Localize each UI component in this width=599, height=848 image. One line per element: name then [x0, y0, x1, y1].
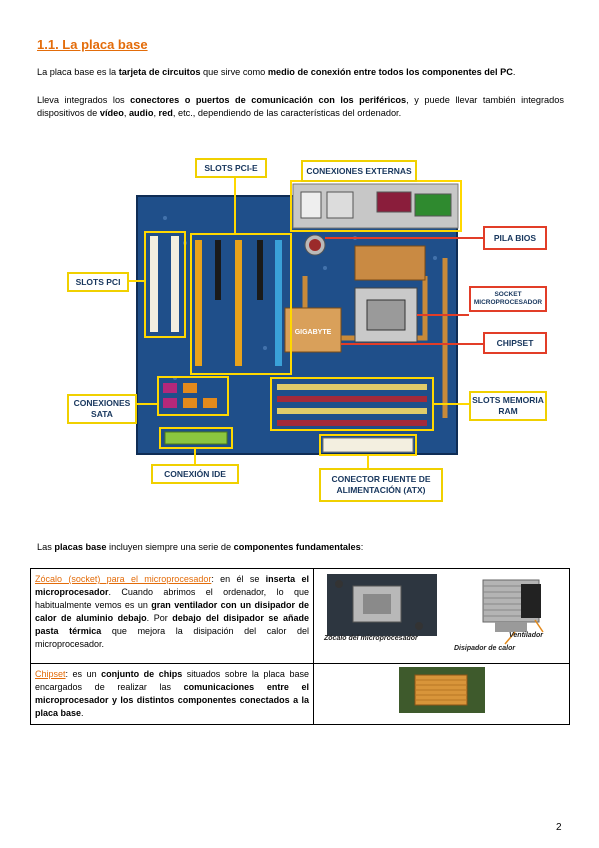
caption-zocalo: Zócalo del microprocesador — [324, 635, 418, 642]
socket-cooler-illustration — [327, 574, 544, 645]
chipset-illustration — [399, 667, 485, 713]
label-conector-fuente: CONECTOR FUENTE DE ALIMENTACIÓN (ATX) — [319, 468, 443, 502]
page-title: 1.1. La placa base — [37, 37, 148, 52]
board-brand-text: GIGABYTE — [295, 329, 332, 336]
chipset-link[interactable]: Chipset — [35, 669, 66, 679]
socket-link[interactable]: Zócalo (socket) para el microprocesador — [35, 574, 212, 584]
label-slots-pcie: SLOTS PCI-E — [195, 158, 267, 178]
label-chipset: CHIPSET — [483, 332, 547, 354]
socket-description: Zócalo (socket) para el microprocesador:… — [30, 568, 314, 664]
table-row-chipset: Chipset: es un conjunto de chips situado… — [30, 663, 570, 725]
integrated-paragraph: Lleva integrados los conectores o puerto… — [37, 95, 564, 118]
components-intro-paragraph: Las placas base incluyen siempre una ser… — [37, 542, 364, 552]
caption-ventilador: Ventilador — [509, 632, 543, 639]
motherboard-illustration: GIGABYTE — [127, 174, 483, 470]
socket-images: Zócalo del microprocesador Ventilador Di… — [313, 568, 570, 664]
label-slots-pci: SLOTS PCI — [67, 272, 129, 292]
components-table: Zócalo (socket) para el microprocesador:… — [30, 568, 570, 725]
label-conexion-ide: CONEXIÓN IDE — [151, 464, 239, 484]
label-conexiones-externas: CONEXIONES EXTERNAS — [301, 160, 417, 182]
table-row-socket: Zócalo (socket) para el microprocesador:… — [30, 568, 570, 664]
label-conexiones-sata: CONEXIONES SATA — [67, 394, 137, 424]
chipset-description: Chipset: es un conjunto de chips situado… — [30, 663, 314, 725]
intro-paragraph: La placa base es la tarjeta de circuitos… — [37, 67, 516, 77]
caption-disipador: Disipador de calor — [454, 645, 516, 652]
motherboard-figure: GIGABYTE — [65, 148, 555, 508]
label-pila-bios: PILA BIOS — [483, 226, 547, 250]
label-socket: SOCKET MICROPROCESADOR — [469, 286, 547, 312]
page-number: 2 — [556, 822, 562, 833]
label-slots-ram: SLOTS MEMORIA RAM — [469, 391, 547, 421]
chipset-image-cell — [313, 663, 570, 725]
